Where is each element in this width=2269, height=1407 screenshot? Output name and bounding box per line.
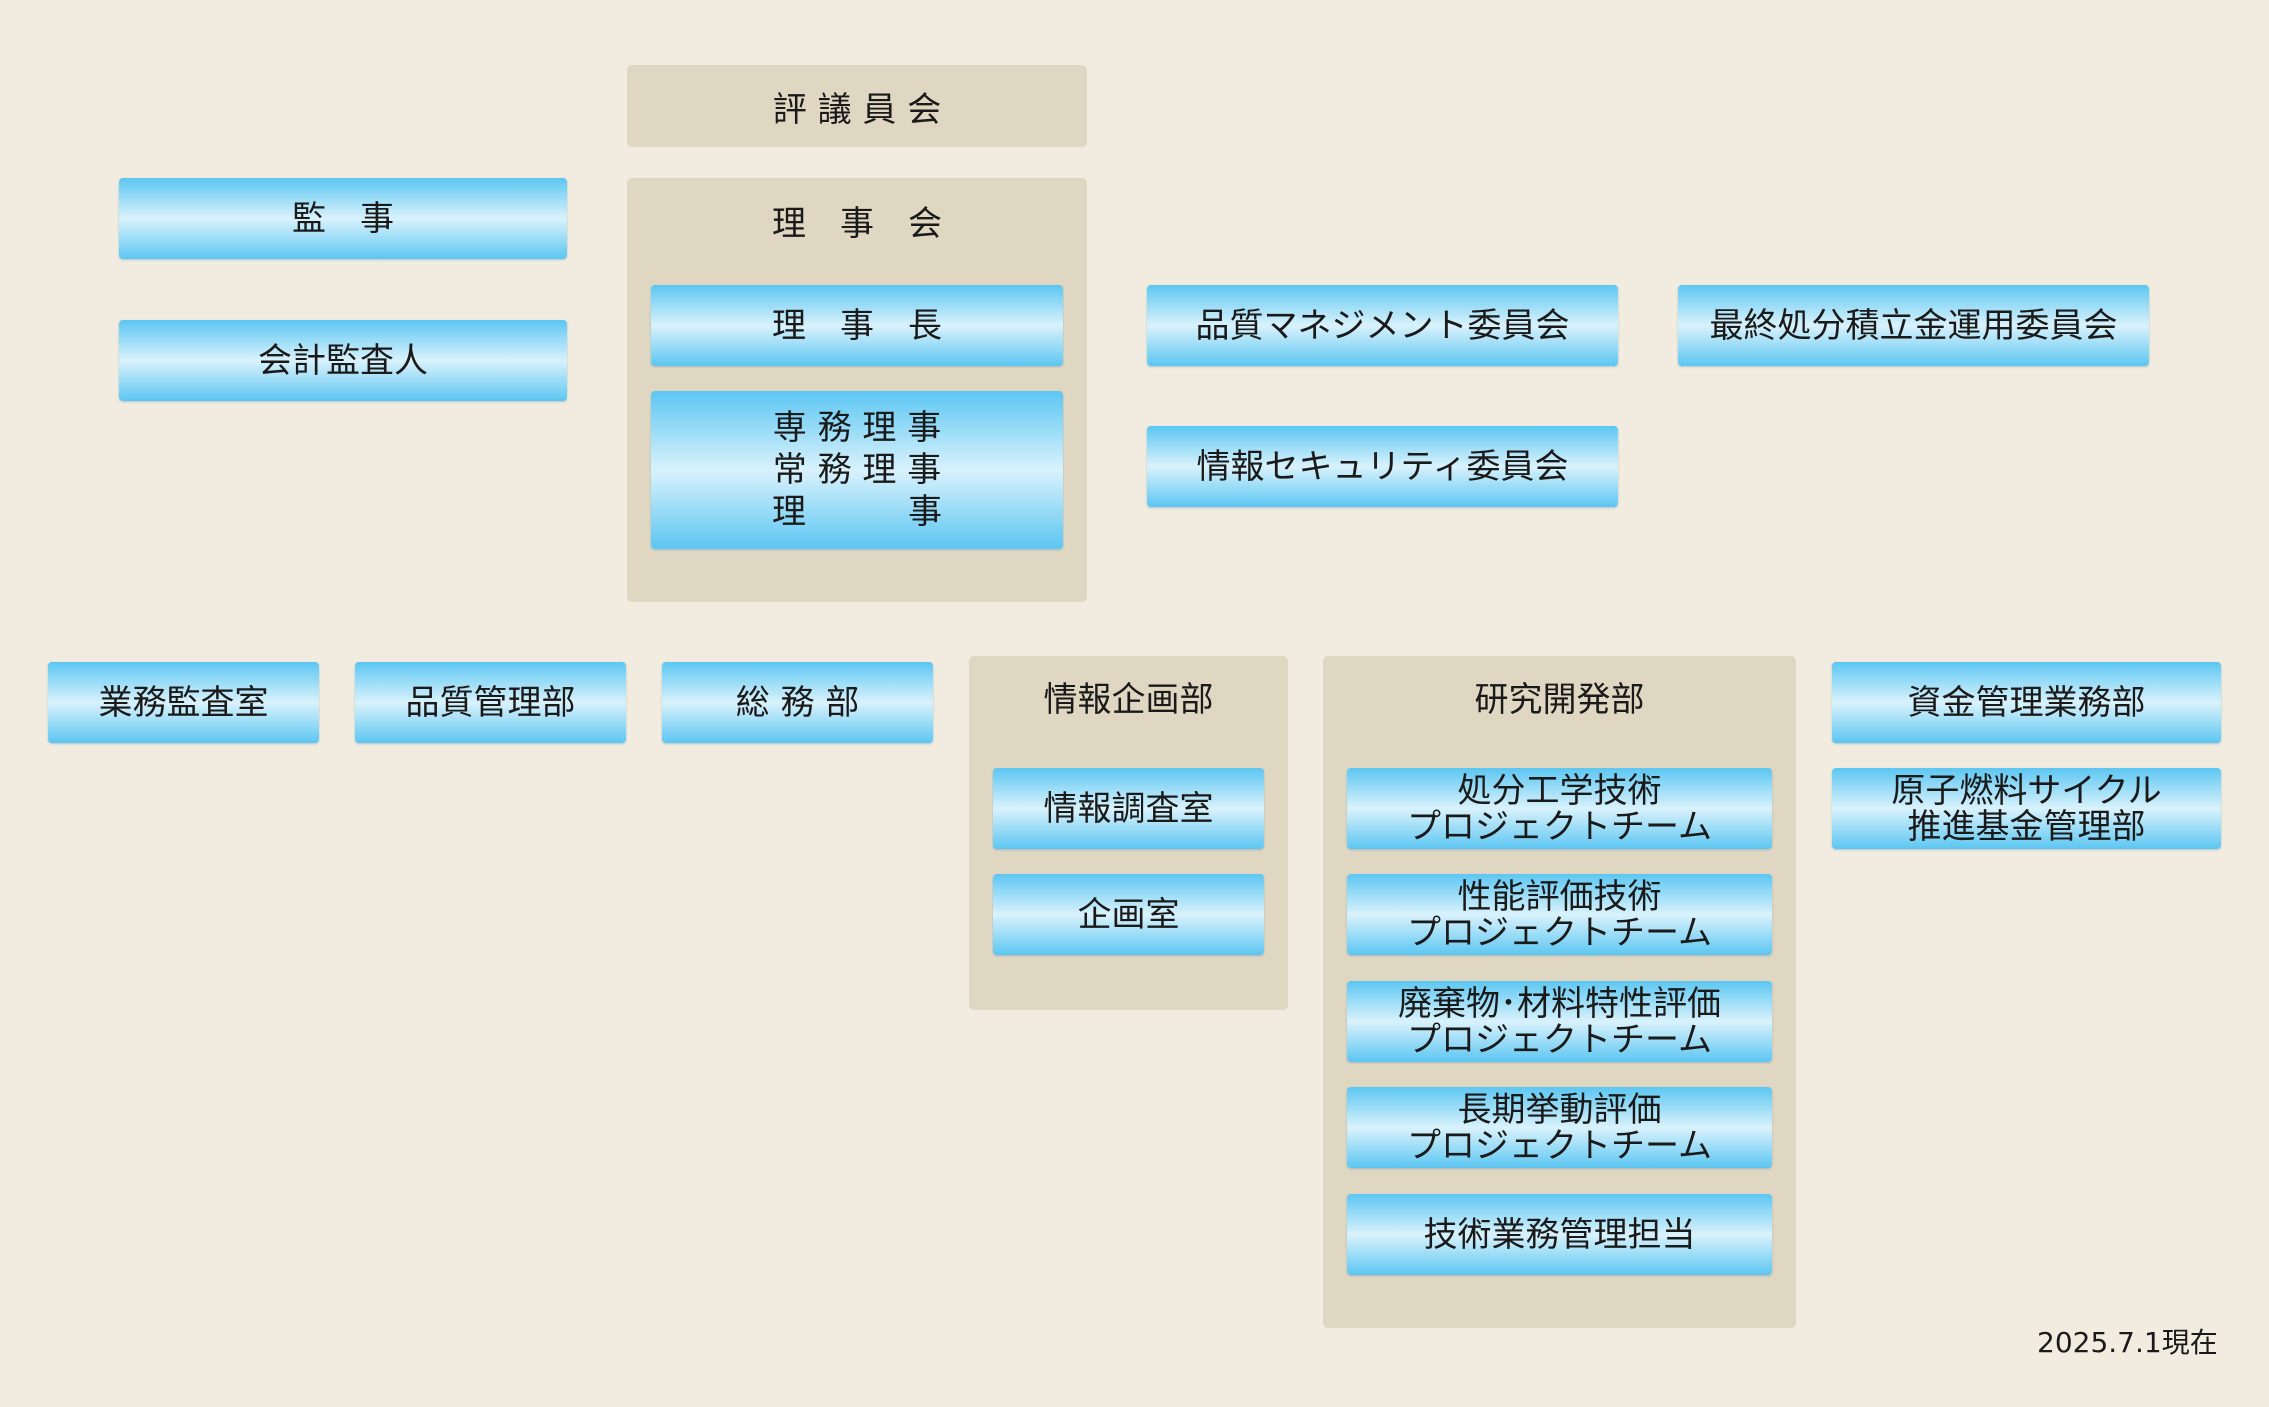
research-unit-long-term-behavior: 長期挙動評価 プロジェクトチーム (1347, 1087, 1772, 1168)
planning-office-box: 企画室 (993, 874, 1264, 955)
accounting-auditor-box: 会計監査人 (119, 320, 567, 401)
research-unit-technical-management: 技術業務管理担当 (1347, 1194, 1772, 1275)
research-title: 研究開発部 (1474, 680, 1645, 720)
business-audit-office-box: 業務監査室 (48, 662, 319, 743)
council-label: 評 議 員 会 (772, 89, 942, 130)
info-planning-title: 情報企画部 (1043, 680, 1214, 720)
research-unit-performance-assessment: 性能評価技術 プロジェクトチーム (1347, 874, 1772, 955)
quality-control-dept-box: 品質管理部 (355, 662, 626, 743)
quality-management-committee-box: 品質マネジメント委員会 (1147, 285, 1618, 366)
research-unit-disposal-engineering: 処分工学技術 プロジェクトチーム (1347, 768, 1772, 849)
nuclear-fuel-cycle-dept-box: 原子燃料サイクル 推進基金管理部 (1832, 768, 2221, 849)
directors-box: 専 務 理 事 常 務 理 事 理 事 (651, 391, 1063, 549)
info-research-office-box: 情報調査室 (993, 768, 1264, 849)
information-security-committee-box: 情報セキュリティ委員会 (1147, 426, 1618, 507)
council-panel: 評 議 員 会 (627, 65, 1087, 147)
fund-management-dept-box: 資金管理業務部 (1832, 662, 2221, 743)
research-unit-waste-material: 廃棄物･材料特性評価 プロジェクトチーム (1347, 981, 1772, 1062)
auditor-box: 監 事 (119, 178, 567, 259)
as-of-date: 2025.7.1現在 (2037, 1326, 2218, 1359)
general-affairs-dept-box: 総 務 部 (662, 662, 933, 743)
chairman-box: 理 事 長 (651, 285, 1063, 366)
board-title: 理 事 会 (772, 204, 942, 244)
reserve-fund-committee-box: 最終処分積立金運用委員会 (1678, 285, 2149, 366)
